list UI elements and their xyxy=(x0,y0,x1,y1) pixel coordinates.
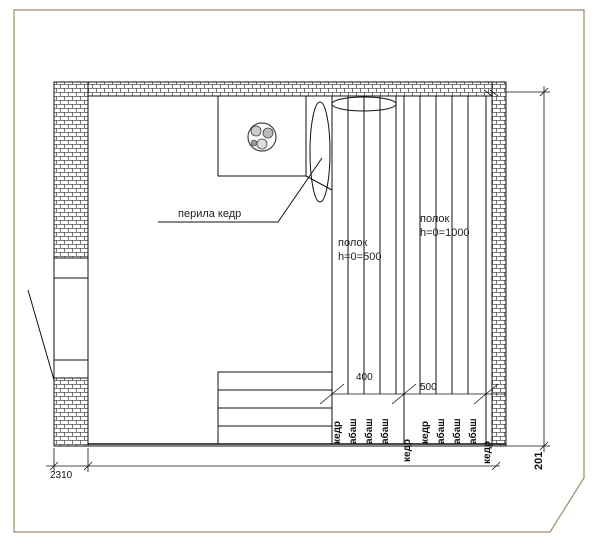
wood-label: абаш xyxy=(347,418,359,444)
stones-icon xyxy=(247,122,277,152)
height-dimension-label: 201 xyxy=(533,452,545,470)
railing-label: перила кедр xyxy=(178,208,241,220)
step-dimensions xyxy=(319,383,506,405)
step-dimension-400: 400 xyxy=(356,372,373,383)
railing xyxy=(309,101,331,203)
corner-ticks xyxy=(483,89,499,97)
shelf-planks xyxy=(331,96,487,444)
wood-label: абаш xyxy=(363,418,375,444)
step-dimension-500: 500 xyxy=(420,382,437,393)
wood-label: кедр xyxy=(482,441,493,464)
width-dimension xyxy=(46,448,501,472)
wood-label: абаш xyxy=(467,418,479,444)
shelf-low-label: полок xyxy=(338,237,367,249)
width-dimension-label: 2310 xyxy=(50,470,73,481)
door-opening xyxy=(27,257,89,381)
wood-label: абаш xyxy=(379,418,391,444)
shelf-high-label: полок xyxy=(420,213,449,225)
railing-leader xyxy=(158,157,323,223)
stove xyxy=(217,96,333,191)
wood-label: кедр xyxy=(332,421,343,444)
wood-type-labels: кедр абаш абаш абаш кедр кедр абаш абаш … xyxy=(332,418,493,464)
wood-label: абаш xyxy=(451,418,463,444)
shelf-low-height: h=0=500 xyxy=(338,251,381,263)
steps xyxy=(217,371,333,445)
wood-label: кедр xyxy=(420,421,431,444)
wood-label: кедр xyxy=(402,439,413,462)
height-dimension xyxy=(506,86,550,452)
wood-label: абаш xyxy=(435,418,447,444)
shelf-high-height: h=0=1000 xyxy=(420,227,470,239)
sheet-frame xyxy=(13,9,585,533)
